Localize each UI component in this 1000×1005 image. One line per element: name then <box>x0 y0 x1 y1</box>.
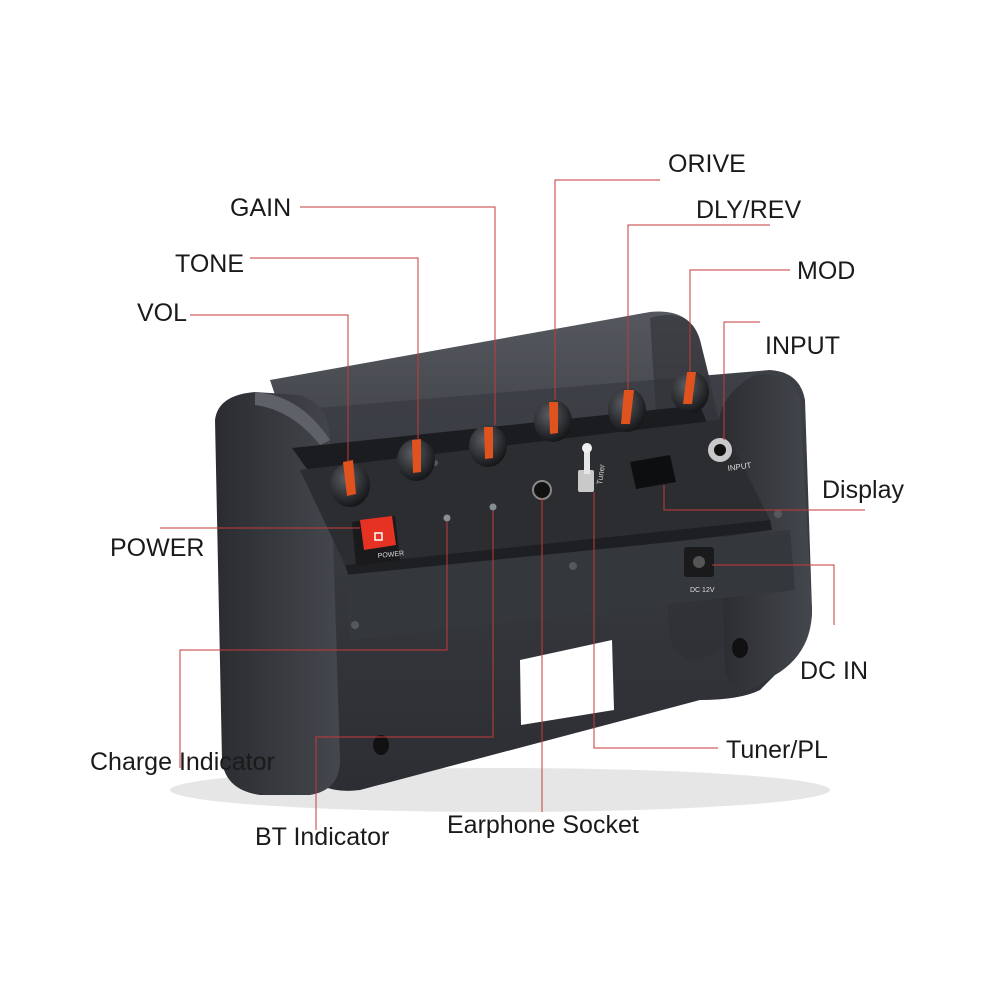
orive-leader <box>554 179 660 400</box>
left-cap-highlight <box>255 392 330 445</box>
dc-in-label: DC IN <box>800 657 869 685</box>
tone-label: TONE <box>175 250 244 278</box>
dc-in-leader <box>712 564 835 625</box>
screw <box>774 510 782 518</box>
mod-knob[interactable] <box>671 371 709 413</box>
leader-lines <box>160 179 865 830</box>
tuner-pl-leader <box>593 492 718 749</box>
lower-plate <box>345 530 795 640</box>
earphone-socket-label: Earphone Socket <box>447 811 639 839</box>
input-jack-hole <box>714 444 726 456</box>
gain-label: GAIN <box>230 194 292 222</box>
screw <box>351 621 359 629</box>
display-screen <box>630 455 676 489</box>
bt-indicator-label: BT Indicator <box>255 823 390 851</box>
vol-label: VOL <box>137 299 188 327</box>
vol-knob[interactable] <box>330 460 370 507</box>
charge-indicator-label: Charge Indicator <box>90 748 275 776</box>
display-leader <box>663 485 865 511</box>
blank-label <box>520 640 614 725</box>
bt-indicator-leader <box>315 511 494 830</box>
power-panel-text: POWER <box>377 550 404 560</box>
power-label: POWER <box>110 534 205 562</box>
display-label: Display <box>822 476 904 504</box>
gain-leader <box>300 206 496 425</box>
mod-label: MOD <box>797 257 856 285</box>
charge-indicator-led <box>443 514 451 522</box>
tone-leader <box>250 257 419 440</box>
input-leader <box>723 321 760 440</box>
rubber-foot <box>732 638 748 658</box>
tuner-pl-switch[interactable] <box>578 443 594 492</box>
tuner-pl-label: Tuner/PL <box>726 736 828 764</box>
input-panel-text: INPUT <box>727 461 752 473</box>
dly-rev-leader <box>627 224 770 390</box>
screw <box>569 562 577 570</box>
orive-label: ORIVE <box>668 150 746 178</box>
dly-rev-knob[interactable] <box>608 388 646 432</box>
drive-knob[interactable] <box>534 400 572 442</box>
earphone-socket[interactable] <box>532 480 552 500</box>
dc-jack-hole <box>693 556 705 568</box>
gain-knob[interactable] <box>469 425 507 467</box>
charge-indicator-leader <box>179 522 448 768</box>
mod-leader <box>689 269 790 372</box>
bt-indicator-led <box>489 503 497 511</box>
power-switch-icon <box>374 532 383 541</box>
rubber-foot <box>373 735 389 755</box>
vol-leader <box>190 314 349 462</box>
dly-rev-label: DLY/REV <box>696 196 802 224</box>
tuner-panel-text: Tuner <box>595 463 607 485</box>
dc-panel-text: DC 12V <box>690 587 715 594</box>
tone-knob[interactable] <box>397 439 435 481</box>
input-label: INPUT <box>765 332 840 360</box>
left-end-cap <box>215 392 340 795</box>
